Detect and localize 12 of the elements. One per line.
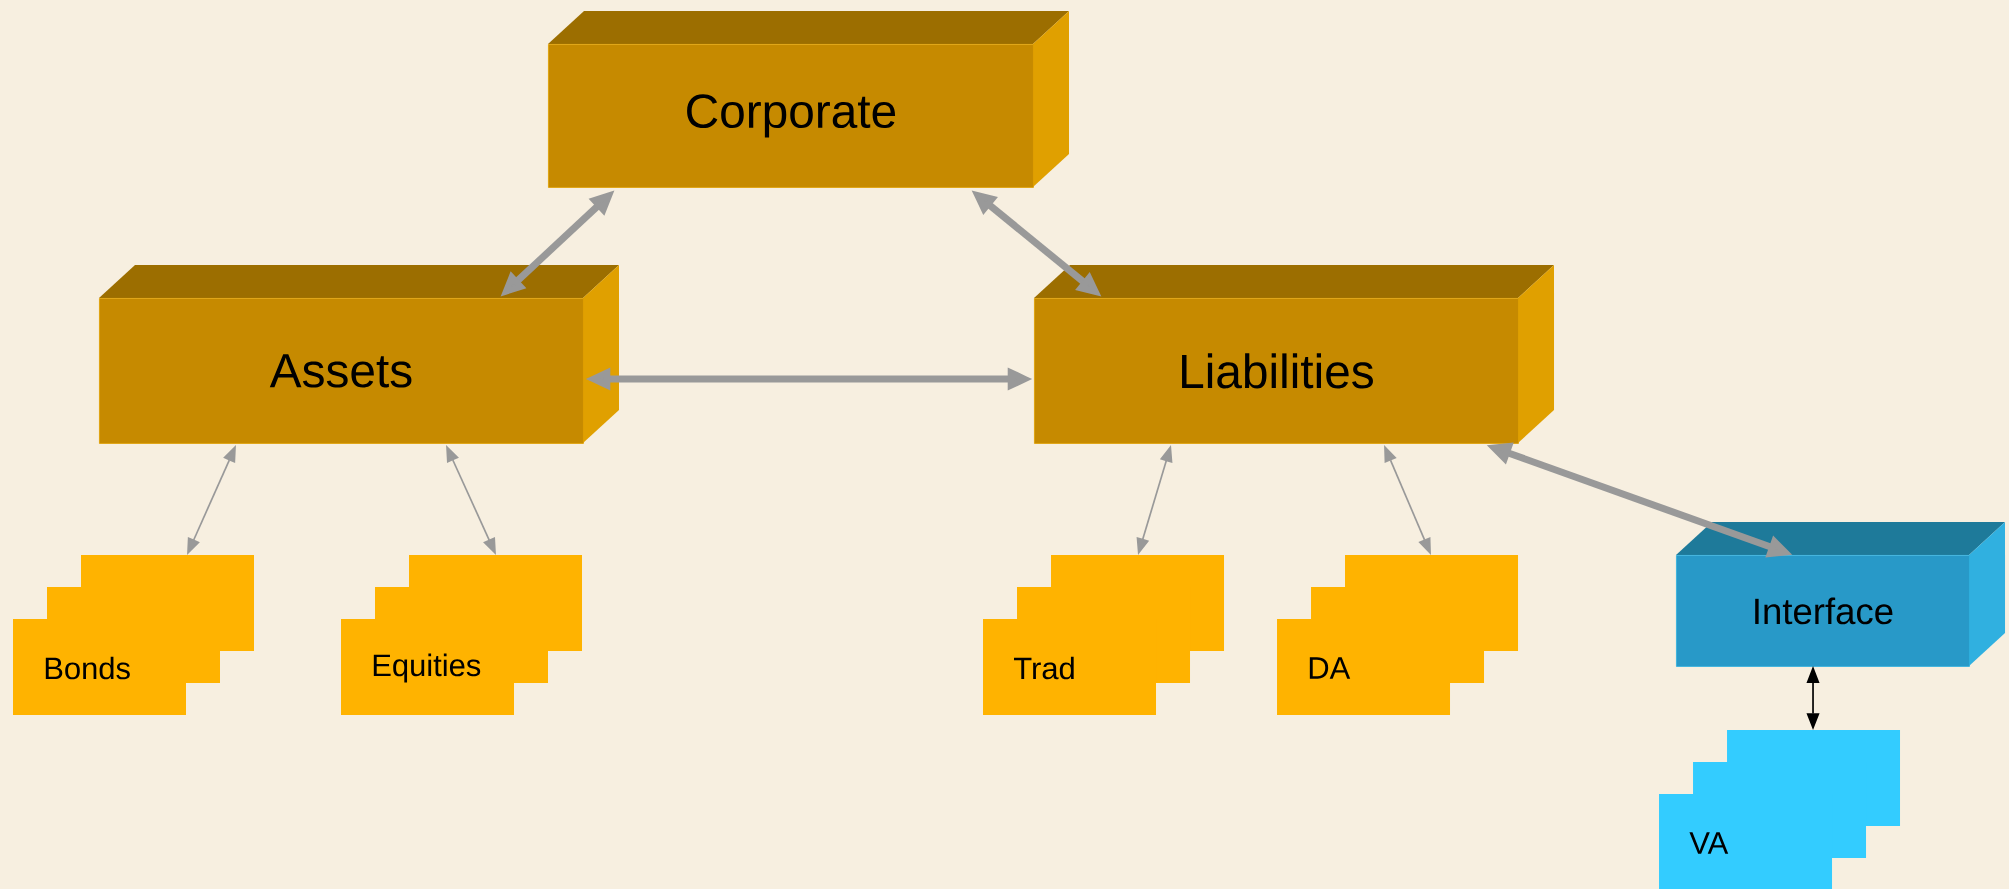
- stacked-box: Equities: [341, 555, 582, 715]
- stacked-box: Trad: [983, 555, 1224, 715]
- stacked-box: Bonds: [13, 555, 254, 715]
- node-label: Bonds: [45, 656, 130, 680]
- node-label: DA: [1309, 657, 1351, 679]
- 3d-box: Assets: [99, 265, 619, 444]
- 3d-box: Interface: [1676, 522, 2005, 667]
- stacked-box: VA: [1659, 730, 1900, 889]
- node-label: Trad: [1014, 656, 1074, 680]
- stacked-box: DA: [1277, 555, 1518, 715]
- 3d-box: Liabilities: [1034, 265, 1554, 444]
- 3d-box: Corporate: [548, 11, 1069, 188]
